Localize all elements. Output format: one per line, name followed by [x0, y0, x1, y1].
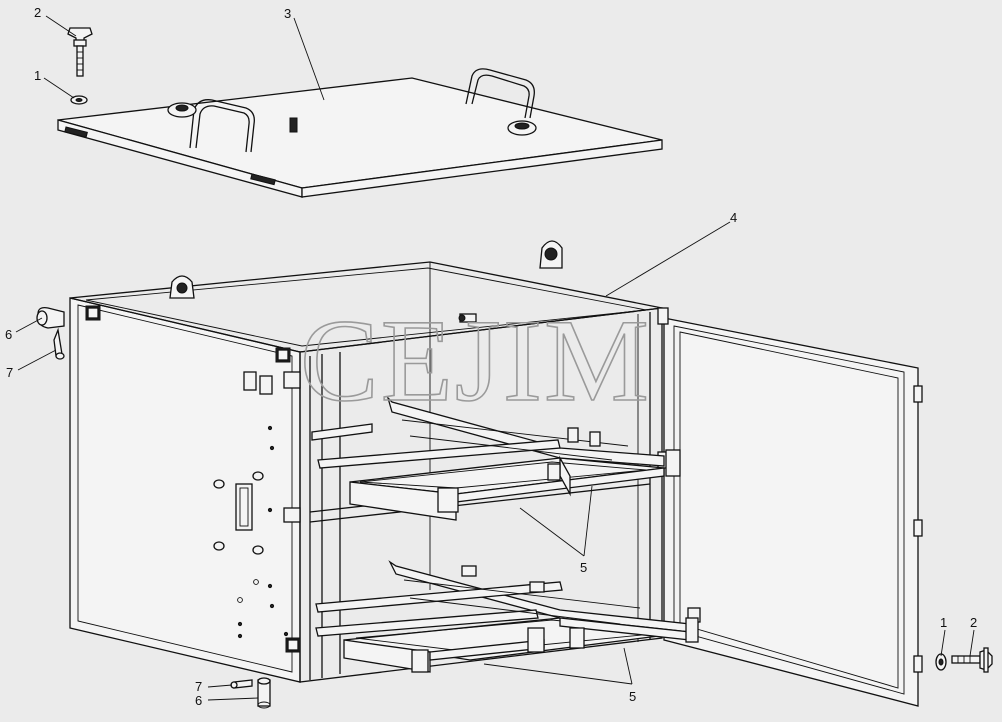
callout-2-right: 2 [970, 615, 977, 630]
callout-7-left: 7 [6, 365, 13, 380]
callout-3: 3 [284, 6, 291, 21]
left-cotter [53, 327, 65, 360]
upper-shelf [311, 395, 681, 521]
bottom-pin [257, 677, 271, 709]
right-washer [935, 653, 947, 671]
left-pin [36, 306, 65, 329]
callout-6-bottom: 6 [195, 693, 202, 708]
callout-4: 4 [730, 210, 737, 225]
callout-6-left: 6 [5, 327, 12, 342]
callout-1-right: 1 [940, 615, 947, 630]
lid [57, 68, 663, 198]
callout-5-upper: 5 [580, 560, 587, 575]
bottom-cotter [230, 679, 253, 689]
leader-lines [15, 15, 975, 701]
lower-shelf [315, 560, 699, 673]
callout-5-lower: 5 [629, 689, 636, 704]
callout-7-bottom: 7 [195, 679, 202, 694]
callout-2-top: 2 [34, 5, 41, 20]
top-bolt [67, 27, 93, 77]
callout-numbers: 2 1 3 4 6 7 5 5 7 6 1 2 [5, 5, 977, 708]
top-washer [70, 95, 88, 105]
watermark-text: CEJIM [300, 295, 651, 426]
container-door [657, 307, 923, 707]
right-bolt [951, 647, 993, 673]
callout-1-top: 1 [34, 68, 41, 83]
